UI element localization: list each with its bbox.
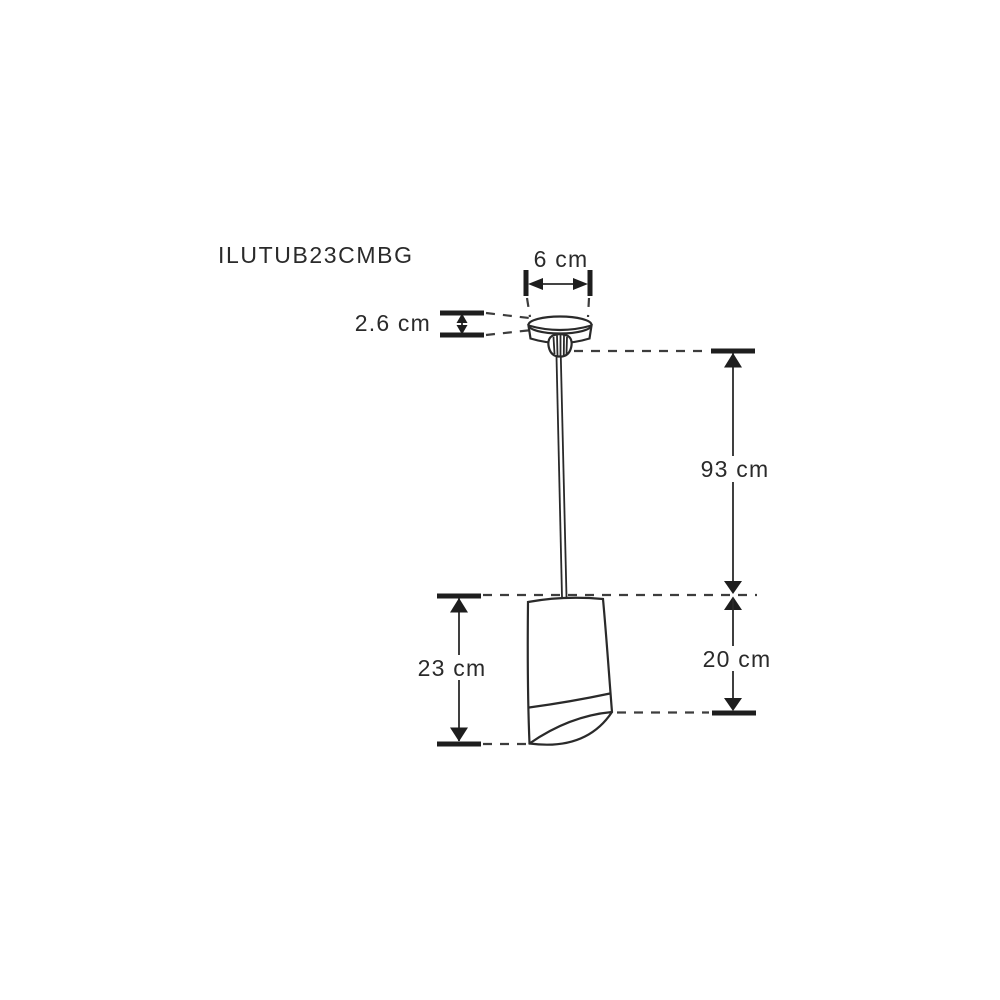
extension-line <box>586 297 591 318</box>
drop-length-value: 93 cm <box>701 456 770 482</box>
cord-line <box>559 356 568 598</box>
up-arrowhead-icon <box>456 313 468 323</box>
suspension-cord <box>555 356 568 598</box>
knurl-line <box>556 335 559 356</box>
down-arrowhead-icon <box>724 581 742 594</box>
up-arrowhead-icon <box>724 353 742 368</box>
extension-line <box>525 297 532 318</box>
up-arrowhead-icon <box>450 598 468 613</box>
dimension-canopy-height: 2.6 cm <box>355 310 533 338</box>
dimension-drop-length: 93 cm <box>574 348 770 594</box>
cord-line <box>555 356 563 598</box>
cord-grip <box>547 333 573 358</box>
label-backdrop <box>701 456 766 482</box>
product-code-label: ILUTUB23CMBG <box>218 242 414 268</box>
shade-long-side-value: 23 cm <box>418 655 487 681</box>
label-backdrop <box>700 646 770 671</box>
down-arrowhead-icon <box>456 325 468 335</box>
canopy-height-value: 2.6 cm <box>355 310 431 336</box>
down-arrowhead-icon <box>450 727 468 742</box>
right-arrowhead-icon <box>573 278 588 290</box>
left-arrowhead-icon <box>528 278 543 290</box>
lamp-shade <box>526 596 614 746</box>
dimension-shade-short-side: 20 cm <box>700 596 772 716</box>
knurl-line <box>565 336 568 355</box>
shade-bottom-rim-edge <box>528 710 614 745</box>
canopy-width-value: 6 cm <box>534 246 589 272</box>
label-backdrop <box>405 655 497 680</box>
extension-line <box>485 311 530 320</box>
knurl-line <box>552 336 556 355</box>
shade-short-side-value: 20 cm <box>703 646 772 672</box>
dimension-canopy-width: 6 cm <box>523 246 593 318</box>
dimension-shade-long-side: 23 cm <box>405 593 497 747</box>
down-arrowhead-icon <box>724 698 742 711</box>
extension-line <box>485 328 533 337</box>
shade-band-line <box>527 692 612 709</box>
